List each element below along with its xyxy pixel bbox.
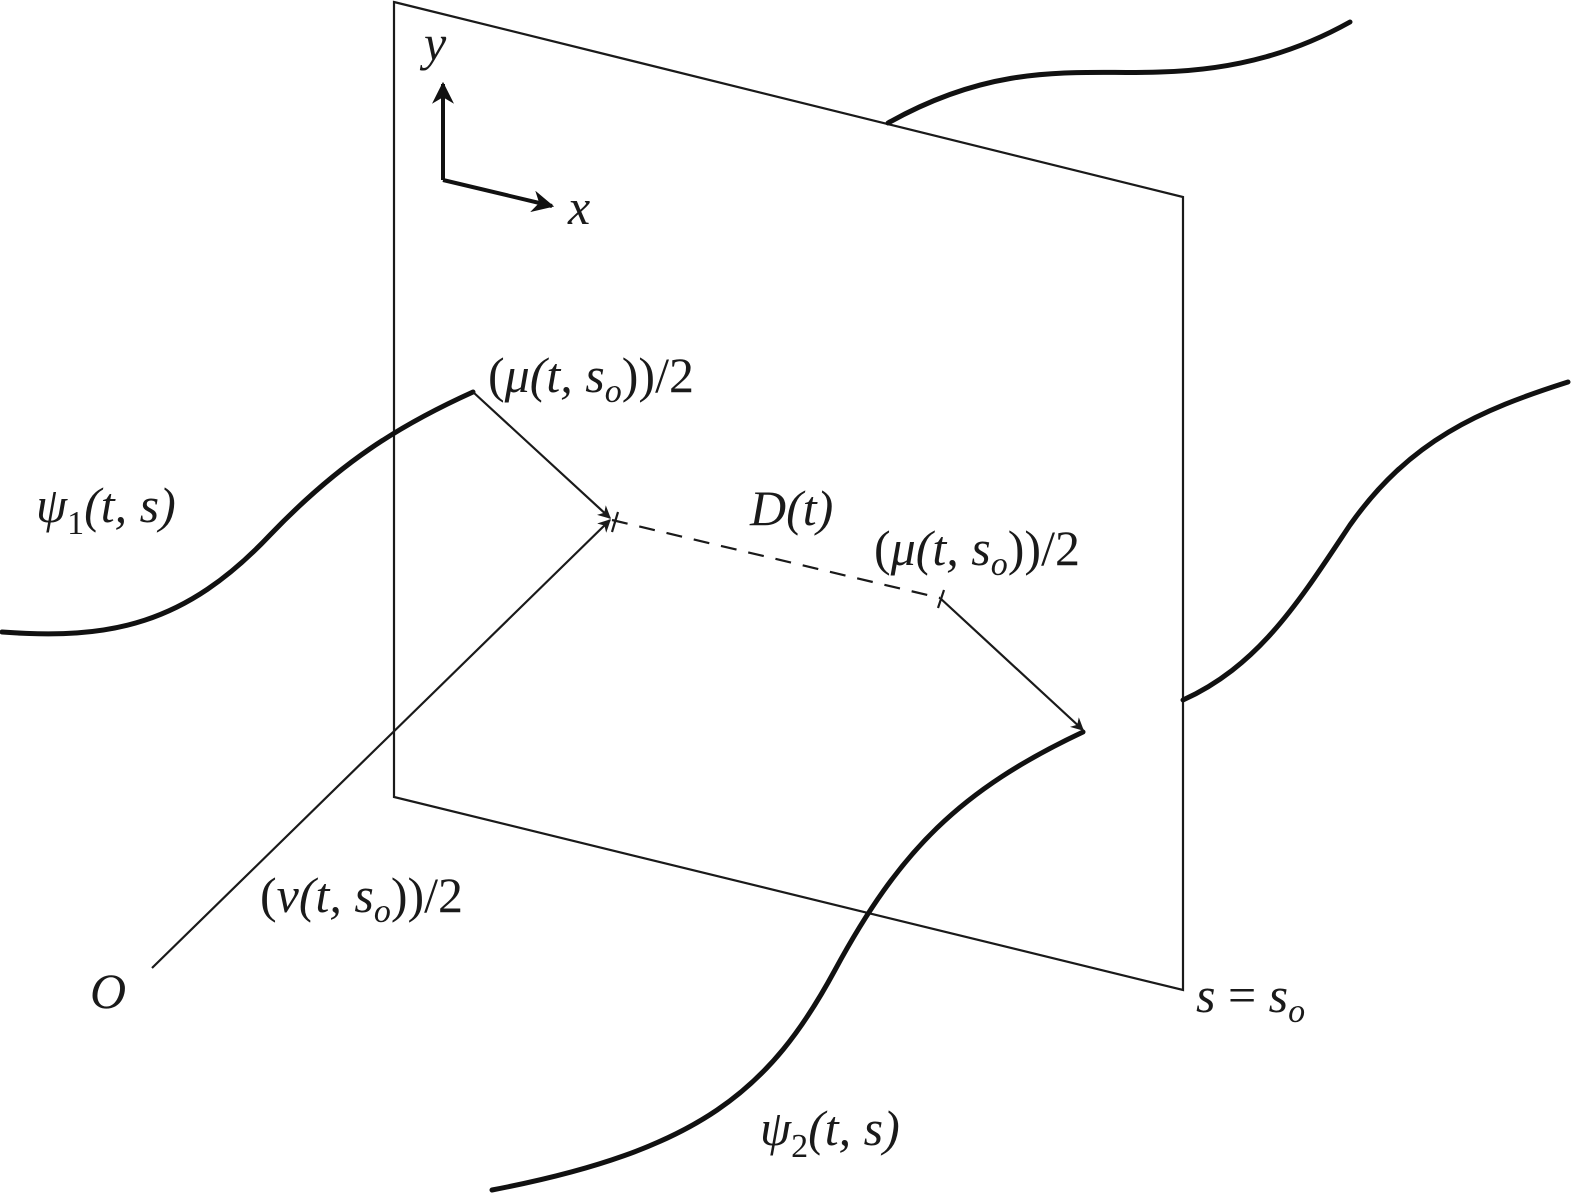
nu-label: (ν(t, so))/2 bbox=[260, 867, 463, 930]
distance-D-label: D(t) bbox=[749, 480, 833, 536]
x-axis-label: x bbox=[567, 179, 590, 235]
vector-mu-right bbox=[939, 597, 1084, 731]
psi2-label: ψ2(t, s) bbox=[760, 1100, 900, 1165]
curve-psi2-far-segment bbox=[1180, 379, 1571, 703]
curve-psi2 bbox=[489, 729, 1086, 1193]
distance-D-line bbox=[611, 518, 941, 600]
vector-nu bbox=[151, 519, 611, 969]
origin-label: O bbox=[90, 963, 126, 1019]
x-axis-arrow bbox=[442, 178, 555, 213]
vector-mu-top bbox=[472, 391, 611, 519]
tick-mark-midpoint bbox=[610, 511, 620, 533]
y-axis-label: y bbox=[419, 15, 447, 71]
curve-psi1-far-segment bbox=[885, 19, 1353, 126]
curve-psi1 bbox=[0, 389, 476, 637]
cross-section-plane bbox=[392, 0, 1185, 992]
psi1-label: ψ1(t, s) bbox=[36, 477, 176, 542]
mu-right-label: (μ(t, so))/2 bbox=[874, 520, 1080, 583]
plane-label: s = so bbox=[1196, 967, 1305, 1030]
mu-top-label: (μ(t, so))/2 bbox=[488, 347, 694, 410]
